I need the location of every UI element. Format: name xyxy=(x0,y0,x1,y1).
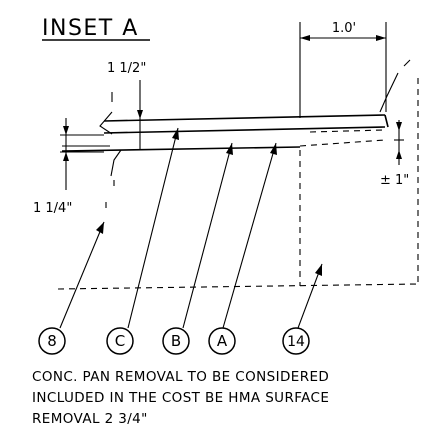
callout-8: 8 xyxy=(38,327,66,355)
callout-b-label: B xyxy=(171,332,181,350)
callout-c-label: C xyxy=(115,332,125,350)
removal-outline xyxy=(57,150,419,290)
note-line-2: INCLUDED IN THE COST BE HMA SURFACE xyxy=(32,390,329,406)
callout-a-label: A xyxy=(217,332,228,350)
right-offset-dimension: ± 1" xyxy=(379,59,419,282)
upper-thickness-dimension: 1 1/2" xyxy=(107,61,146,150)
removal-note: CONC. PAN REMOVAL TO BE CONSIDERED INCLU… xyxy=(32,369,329,427)
callout-b: B xyxy=(162,327,190,355)
right-offset-label: ± 1" xyxy=(380,173,409,188)
callout-14-label: 14 xyxy=(287,334,305,350)
callout-14: 14 xyxy=(282,327,310,355)
callout-c: C xyxy=(106,327,134,355)
callout-8-label: 8 xyxy=(47,332,57,350)
leader-lines xyxy=(59,127,323,329)
note-line-3: REMOVAL 2 3/4" xyxy=(32,411,148,427)
top-width-dimension: 1.0' xyxy=(299,21,387,118)
upper-thickness-label: 1 1/2" xyxy=(107,61,146,76)
pavement-layers xyxy=(61,111,389,177)
note-line-1: CONC. PAN REMOVAL TO BE CONSIDERED xyxy=(32,369,329,385)
lower-thickness-dimension: 1 1/4" xyxy=(33,118,104,216)
top-width-label: 1.0' xyxy=(332,21,356,36)
callout-a: A xyxy=(208,327,236,355)
lower-thickness-label: 1 1/4" xyxy=(33,201,72,216)
inset-title: INSET A xyxy=(42,16,139,41)
